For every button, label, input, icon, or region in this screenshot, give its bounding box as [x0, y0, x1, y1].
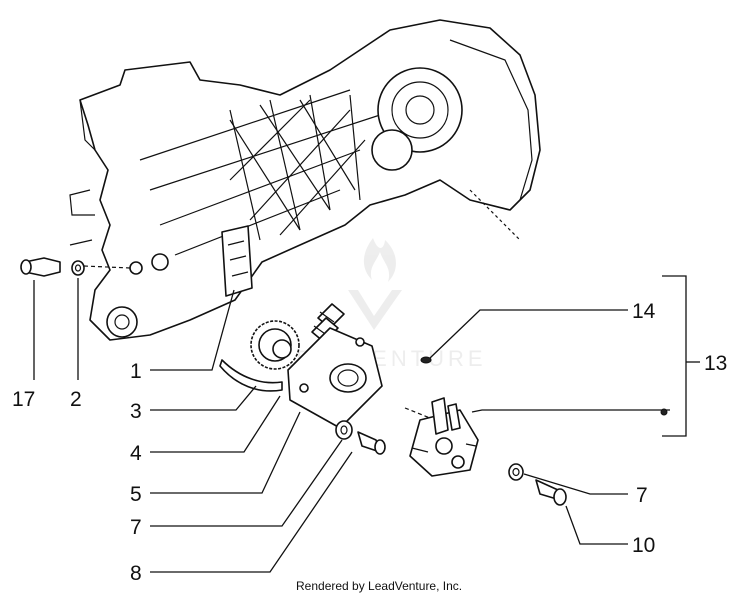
chain-segment [311, 303, 345, 343]
part-4-gasket [287, 327, 383, 429]
crankcase-housing [69, 19, 541, 341]
callout-7-left: 7 [130, 516, 142, 539]
render-credit: Rendered by LeadVenture, Inc. [296, 579, 462, 593]
oil-pump-body [404, 397, 479, 477]
callout-8: 8 [130, 562, 142, 585]
part-14-pin [420, 356, 432, 364]
leader-lines [33, 275, 700, 573]
callout-13: 13 [704, 352, 727, 375]
callout-2: 2 [70, 388, 82, 411]
part-10-screw [535, 479, 567, 506]
callout-4: 4 [130, 442, 142, 465]
part-7-washer-right [508, 463, 524, 481]
callout-5: 5 [130, 483, 142, 506]
callout-14: 14 [632, 300, 656, 323]
callout-17: 17 [12, 388, 35, 411]
callout-7-right: 7 [636, 484, 648, 507]
part-8-screw [357, 431, 386, 455]
drive-gear [250, 320, 300, 370]
part-17-bolt [20, 257, 61, 277]
part-7-washer-left [335, 420, 353, 440]
part-1-cover-plate [221, 225, 253, 297]
callout-10: 10 [632, 534, 655, 557]
part-3-circlip [219, 359, 283, 392]
callout-3: 3 [130, 400, 142, 423]
callout-1: 1 [130, 360, 142, 383]
part-2-washer [71, 260, 85, 276]
